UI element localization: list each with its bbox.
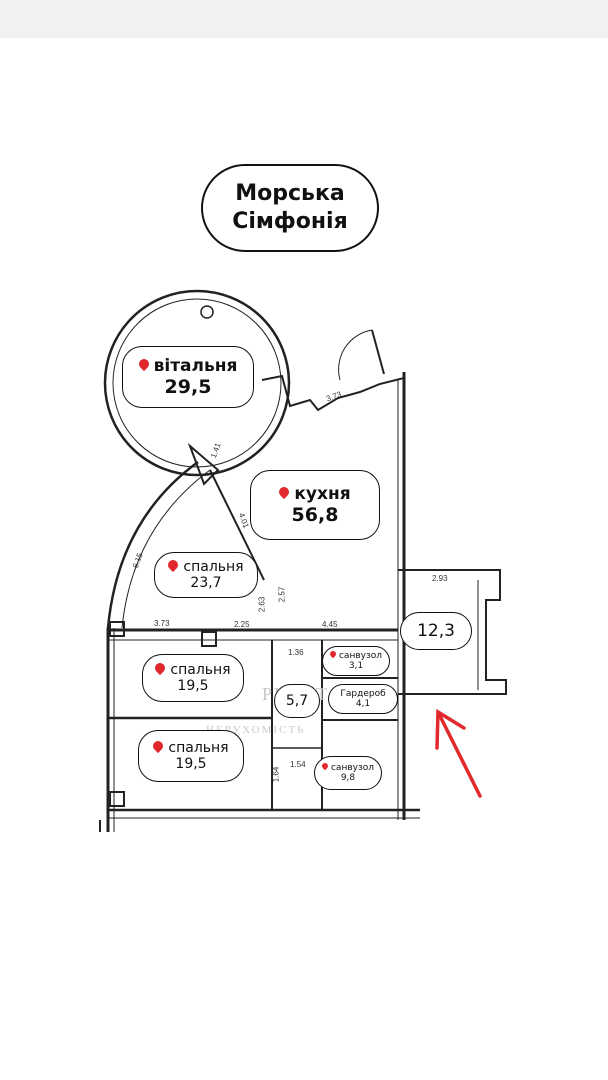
dim-label: 3.73 [154,619,170,628]
living-room-wall [103,289,291,477]
title-badge: Морська Сімфонія [201,164,379,252]
room-name: санвузол [338,651,383,661]
door-leaf [371,329,385,375]
dim-label: 1.54 [290,760,306,769]
map-pin-icon [277,484,292,500]
room-label-garderob: Гардероб 4,1 [328,684,398,714]
bedroom-curve-outer [106,460,199,629]
map-pin-icon [136,356,151,372]
map-pin-icon [151,738,166,754]
room-area: 3,1 [348,661,364,671]
room-name: спальня [168,740,229,756]
room-name: санвузол [330,763,375,773]
map-pin-icon [320,761,330,771]
top-bar [0,0,608,38]
dim-label: 2.25 [234,620,250,629]
bedroom-curve-inner [121,469,211,629]
room-area: 19,5 [175,756,207,772]
room-name: спальня [183,559,244,575]
room-area: 9,8 [340,773,356,783]
room-label-spalnia-1: спальня 23,7 [154,552,258,598]
room-label-spalnia-3: спальня 19,5 [138,730,244,782]
room-area: 19,5 [177,678,209,694]
dim-label: 2.93 [432,574,448,583]
map-pin-icon [328,649,338,659]
room-label-sanvuzol-2: санвузол 9,8 [314,756,382,790]
room-label-kukhnia: кухня 56,8 [250,470,380,540]
room-name: Гардероб [340,689,386,699]
title-line-1: Морська [235,181,345,206]
door-arc [338,329,373,381]
map-pin-icon [153,660,168,676]
ceiling-lamp [200,305,214,319]
room-area: 4,1 [355,699,371,709]
room-area: 12,3 [417,621,455,641]
window-wall [261,372,405,412]
room-area: 5,7 [285,693,309,709]
dim-label: 2.63 [257,596,267,613]
map-pin-icon [166,557,181,573]
title-line-2: Сімфонія [232,209,348,234]
room-name: вітальня [153,356,238,376]
dim-label: 1.36 [288,648,304,657]
dim-label: 4.45 [322,620,338,629]
room-label-sanvuzol-1: санвузол 3,1 [322,646,390,676]
room-area: 23,7 [190,575,222,591]
arrow-icon [435,708,482,798]
column-2 [201,631,217,647]
room-12-3-wall [398,569,507,695]
room-name: кухня [294,484,351,504]
column-3 [109,791,125,807]
dim-label: 1.64 [271,766,281,783]
room-area: 29,5 [164,376,212,398]
room-label-12-3: 12,3 [400,612,472,650]
dim-label: 2.57 [277,586,287,603]
column [187,442,220,486]
room-area: 56,8 [291,504,339,526]
room-label-vitalnia: вітальня 29,5 [122,346,254,408]
room-label-spalnia-2: спальня 19,5 [142,654,244,702]
room-name: спальня [170,662,231,678]
room-label-hall: 5,7 [274,684,320,718]
column-1 [109,621,125,637]
